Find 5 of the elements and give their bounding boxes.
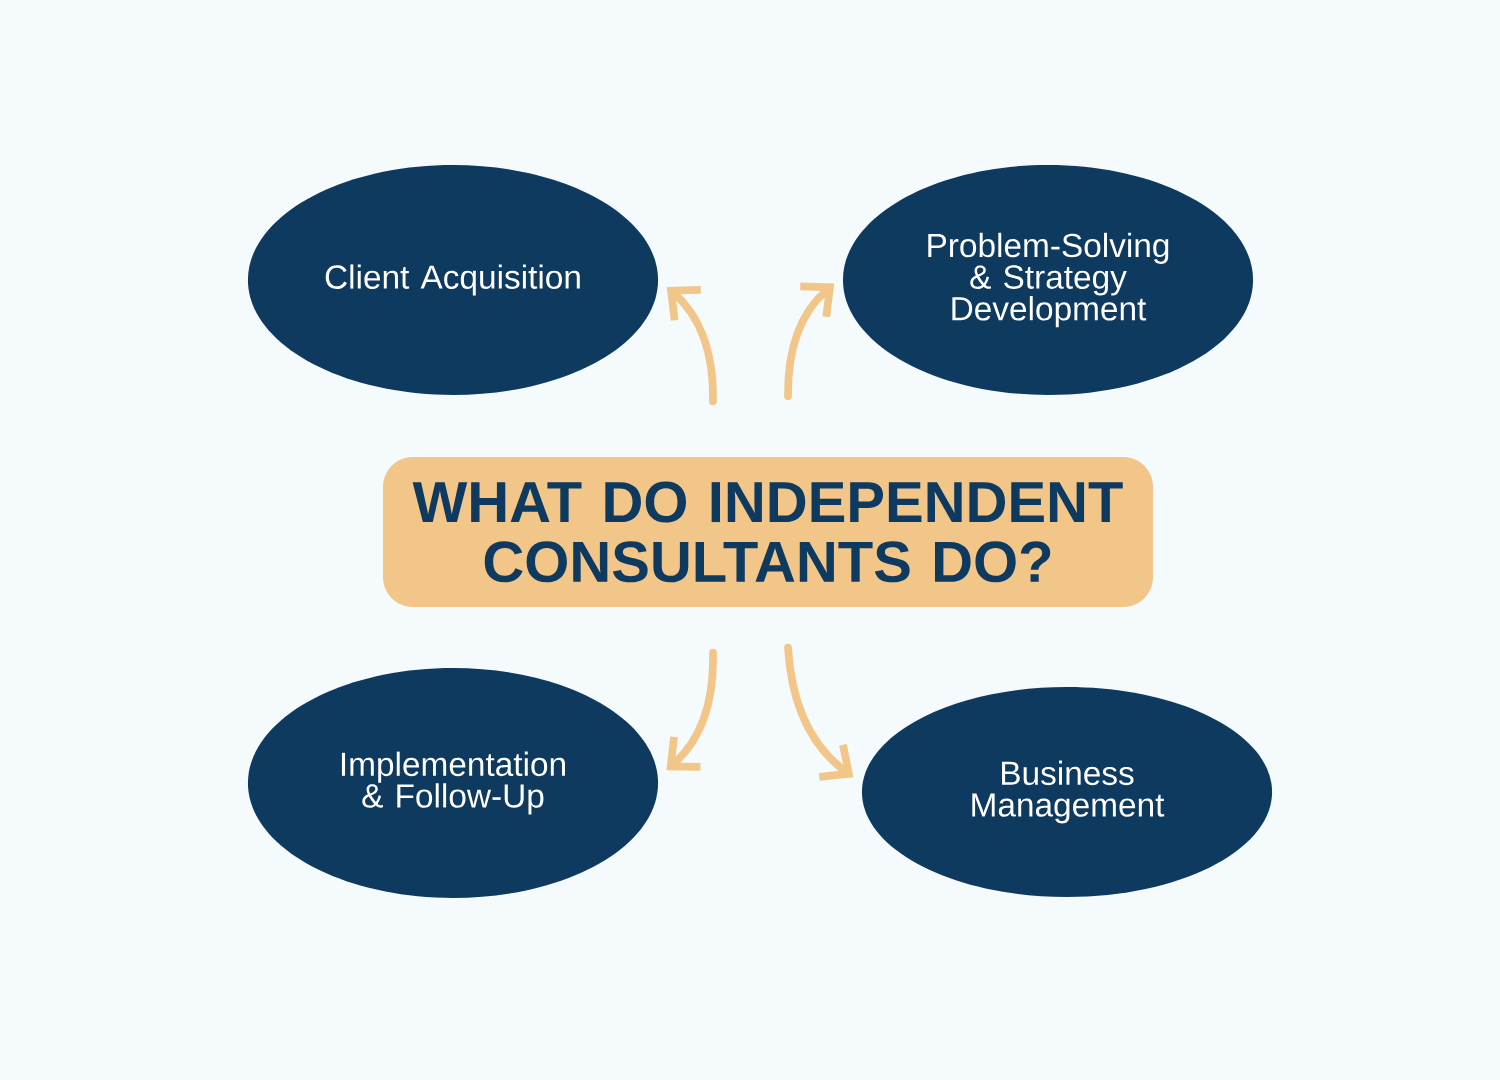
title-banner: WHAT DO INDEPENDENT CONSULTANTS DO? <box>383 457 1153 607</box>
arrow <box>784 282 835 401</box>
arrow <box>666 648 717 771</box>
arrow <box>784 643 854 781</box>
arrow <box>666 286 717 406</box>
